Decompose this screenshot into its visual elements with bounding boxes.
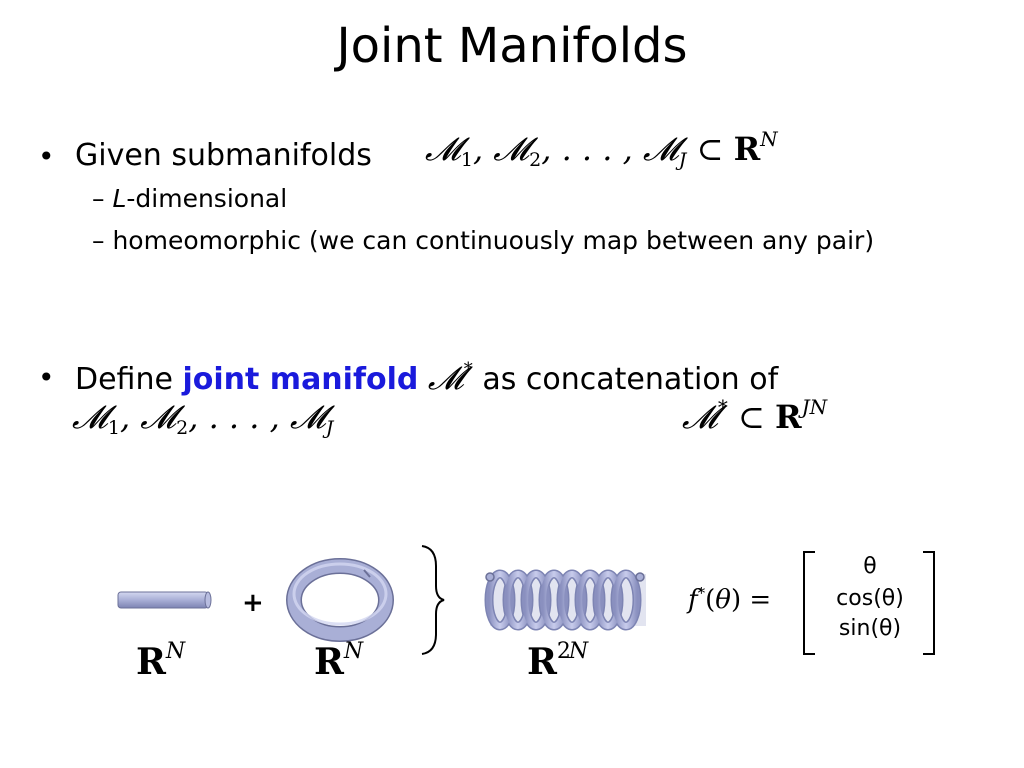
vector-left-bracket (803, 551, 815, 655)
homeomorphic-text: homeomorphic (we can continuously map be… (112, 226, 875, 255)
concatenation-text: as concatenation of (482, 362, 779, 397)
bullet-2-line: Define joint manifold 𝓜* as concatenatio… (75, 359, 778, 398)
rod-shape (117, 591, 212, 609)
sub-bullet-dimensional: – L-dimensional (92, 184, 288, 213)
vector-entry-sin: sin(θ) (838, 616, 902, 641)
bullet-dot-2: • (38, 361, 55, 394)
sub-bullet-homeomorphic: – homeomorphic (we can continuously map … (92, 226, 875, 255)
dimensional-text: -dimensional (126, 184, 288, 213)
joint-space-math: 𝓜* ⊂ RJN (682, 395, 828, 436)
dimension-symbol: L (112, 184, 127, 213)
function-lhs: f*(θ) = (688, 584, 772, 615)
manifold-list-math: 𝓜1, 𝓜2, . . . , 𝓜J (72, 398, 334, 439)
ring-space-label: RN (314, 639, 364, 684)
submanifolds-math: 𝓜1, 𝓜2, . . . , 𝓜J ⊂ RN (425, 127, 778, 171)
ring-shape (286, 558, 394, 642)
bullet-dot-1: • (38, 140, 55, 173)
joint-manifold-symbol: 𝓜* (427, 359, 473, 397)
plus-sign: + (242, 588, 264, 618)
curly-brace (421, 545, 445, 655)
rod-space-label: RN (136, 639, 186, 684)
helix-shape (484, 569, 646, 631)
joint-manifold-term: joint manifold (182, 362, 419, 397)
bullet-1-text: Given submanifolds (75, 138, 372, 173)
helix-space-label: R2N (527, 639, 589, 684)
vector-right-bracket (923, 551, 935, 655)
vector-entry-cos: cos(θ) (836, 586, 904, 611)
slide-title: Joint Manifolds (336, 18, 688, 74)
manifold-diagram (117, 545, 646, 655)
define-text: Define (75, 362, 173, 397)
vector-entry-theta: θ (863, 554, 877, 579)
